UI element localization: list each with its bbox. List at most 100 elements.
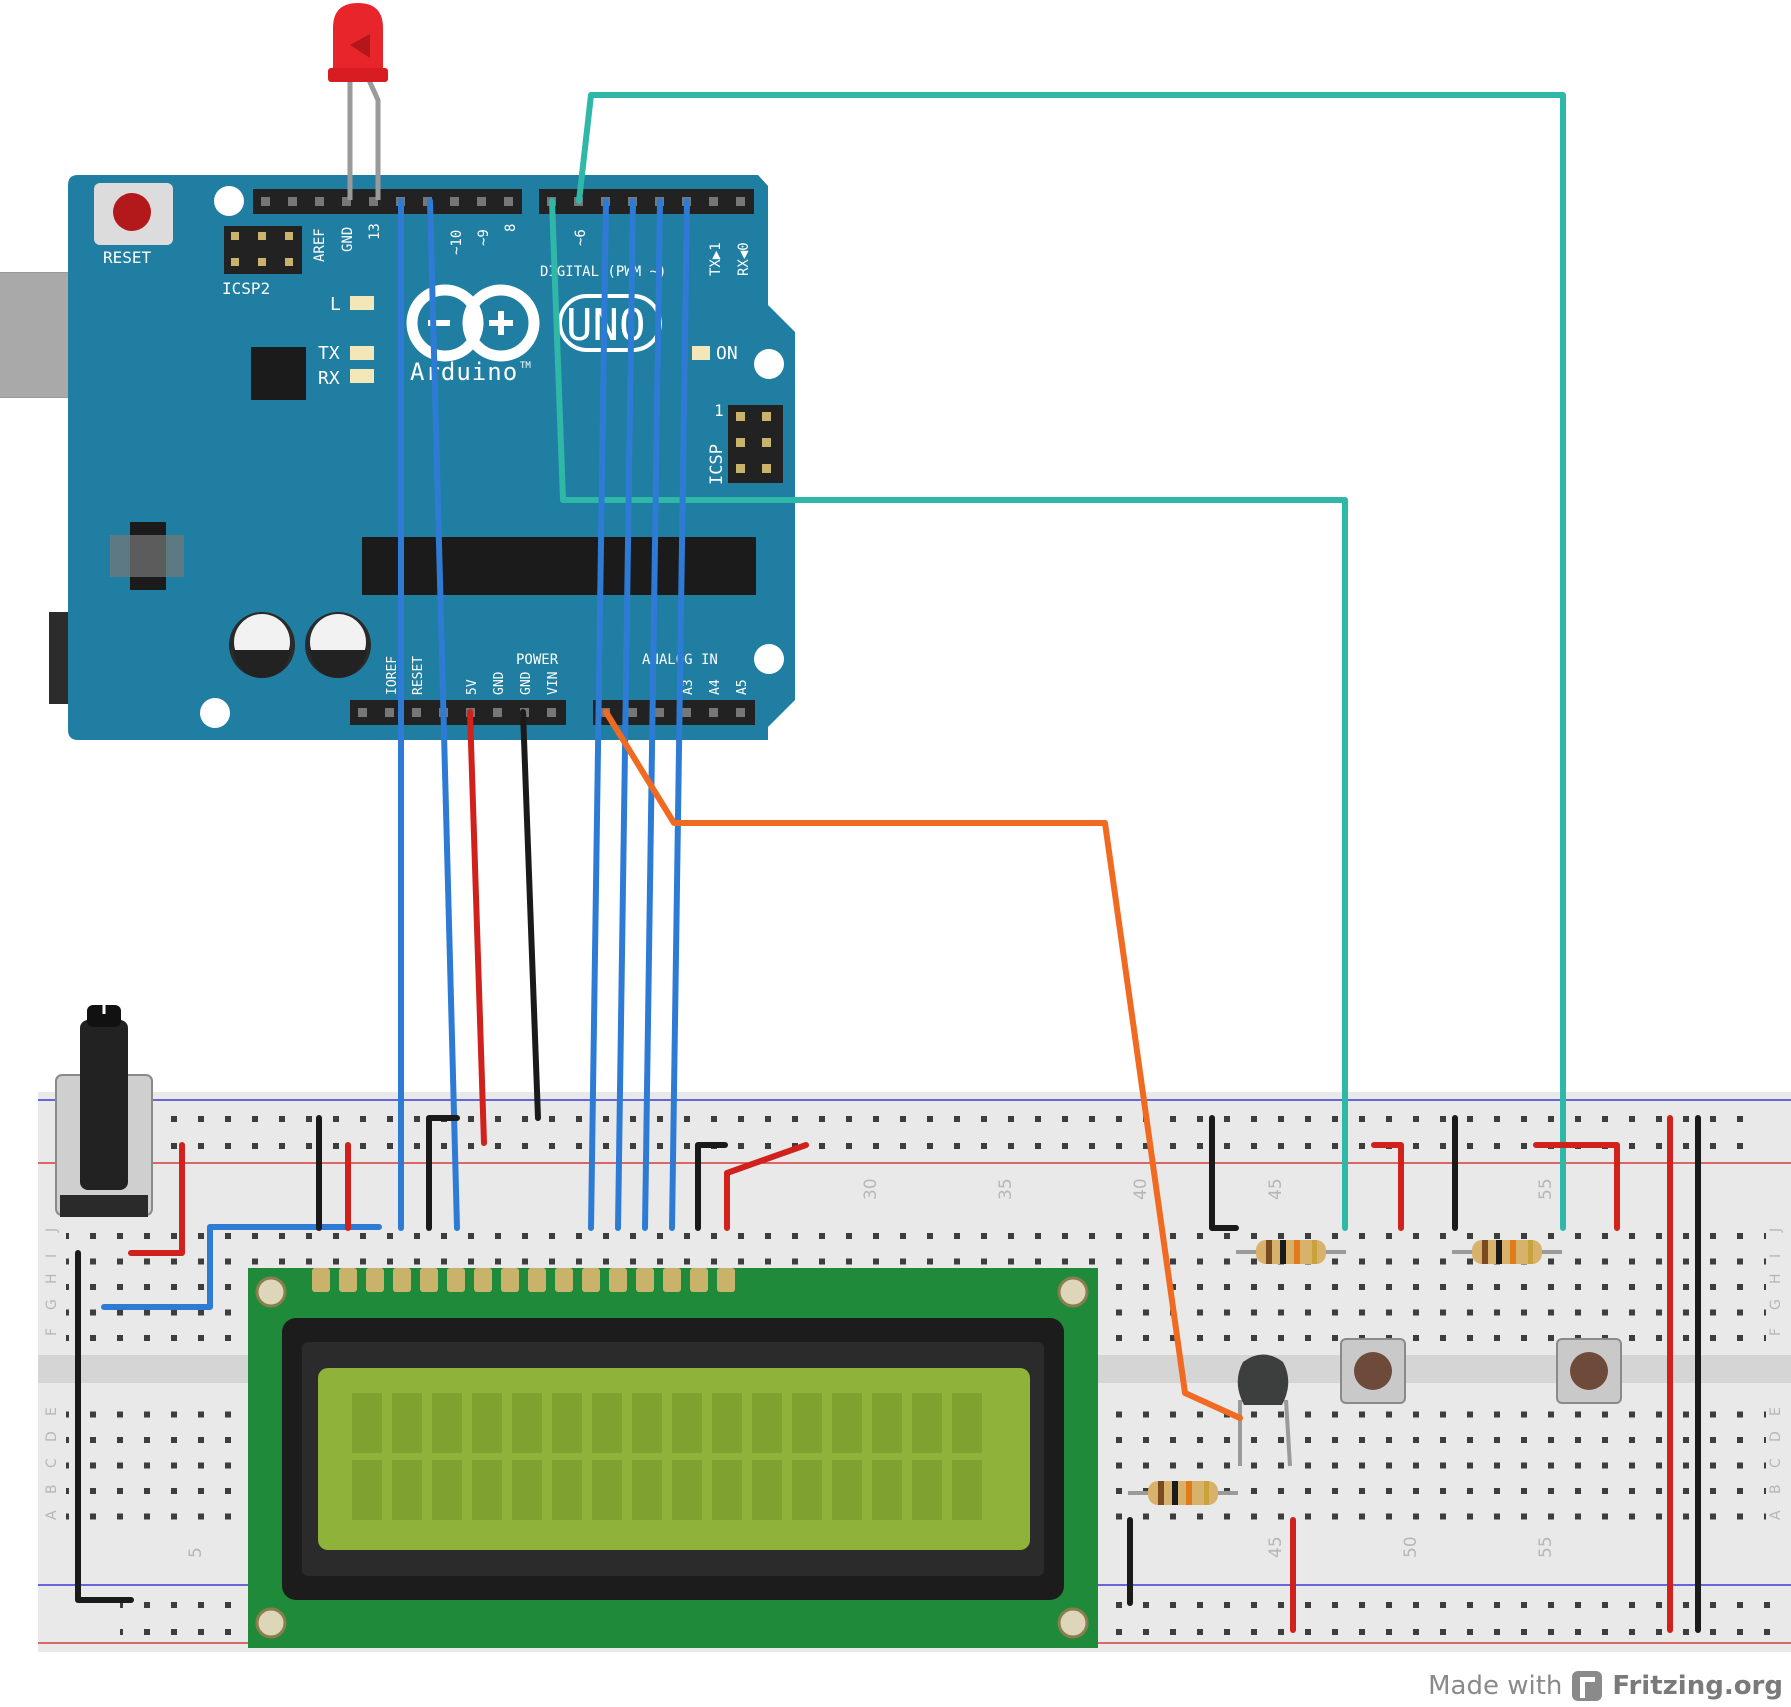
column-number: 45 (1266, 1536, 1286, 1558)
icsp-pins (736, 412, 771, 473)
pin-label: GND (519, 671, 534, 695)
led-tx-label: TX (318, 343, 340, 364)
voltage-regulator-leads (110, 535, 184, 577)
row-letter: F (1768, 1328, 1784, 1336)
pin-label: ~6 (573, 229, 589, 246)
icsp-label: ICSP (707, 444, 727, 485)
pin-label: 8 (503, 224, 519, 232)
potentiometer[interactable] (55, 1002, 153, 1217)
row-letter: E (1768, 1407, 1784, 1416)
arduino-board (68, 175, 795, 740)
row-letter: I (44, 1254, 60, 1258)
usb-connector-shade (0, 273, 70, 397)
row-letter: A (44, 1510, 60, 1520)
usb-chip (251, 347, 306, 400)
resistor (1128, 1481, 1238, 1505)
wire-black (75, 709, 1701, 1633)
thermistor (1237, 1354, 1292, 1467)
arduino-uno: RESET ICSP2 L TX (0, 175, 795, 740)
push-button[interactable] (1556, 1338, 1622, 1404)
row-letter: B (1768, 1484, 1784, 1494)
row-letter: D (44, 1431, 60, 1442)
row-letter: G (44, 1299, 60, 1310)
row-letter: A (1768, 1510, 1784, 1520)
led-rx-label: RX (318, 368, 340, 389)
column-number: 55 (1536, 1536, 1556, 1558)
icsp2-pins (231, 232, 293, 266)
row-letter: B (44, 1484, 60, 1494)
led-on-label: ON (716, 343, 738, 364)
row-letter: J (1768, 1228, 1784, 1233)
icsp-pin1-label: 1 (714, 401, 724, 420)
mounting-hole (255, 1607, 287, 1639)
column-numbers: 30 35 40 45 55 5 45 50 55 (186, 1178, 1556, 1558)
made-with-label: Made with (1428, 1671, 1563, 1701)
column-number: 55 (1536, 1178, 1556, 1200)
icsp2-label: ICSP2 (222, 279, 270, 298)
digital-header-right (539, 189, 754, 214)
column-number: 35 (996, 1178, 1016, 1200)
pin-label: AREF (312, 228, 328, 262)
pin-label: TX▶1 (708, 242, 724, 276)
column-number: 30 (861, 1178, 881, 1200)
led-rx (350, 369, 374, 383)
power-pin-labels: IOREF RESET 5V GND GND VIN POWER A3 A4 A… (385, 652, 750, 695)
row-letter: C (1768, 1458, 1784, 1468)
pin-label: IOREF (385, 656, 400, 695)
trademark-label: TM (520, 361, 531, 371)
row-letter: H (1768, 1273, 1784, 1284)
pin-label: A4 (708, 679, 723, 695)
mounting-hole (754, 644, 784, 674)
row-letter: F (44, 1328, 60, 1336)
status-leds: L TX RX ON (318, 294, 738, 389)
pin-label: GND (492, 671, 507, 695)
mounting-hole (1057, 1607, 1089, 1639)
lcd-16x2 (248, 1268, 1098, 1648)
pin-label: ~9 (476, 229, 492, 246)
mounting-hole (214, 186, 244, 216)
pin-label: ~10 (449, 230, 465, 255)
atmega-chip (362, 537, 756, 595)
capacitor (229, 612, 295, 678)
footer-credit[interactable]: Made with Fritzing.org (1428, 1671, 1783, 1701)
mounting-hole (200, 698, 230, 728)
led-tx (350, 346, 374, 360)
row-letter: I (1768, 1254, 1784, 1258)
column-number: 40 (1131, 1178, 1151, 1200)
power-header (350, 700, 566, 725)
fritzing-brand-label: Fritzing.org (1612, 1671, 1783, 1701)
power-header-pins (358, 708, 745, 717)
wire-teal (549, 92, 1566, 1231)
red-led (328, 3, 388, 200)
pin-label: RX◀0 (736, 242, 752, 276)
resistor (1236, 1240, 1346, 1264)
resistor (1452, 1240, 1562, 1264)
column-number: 45 (1266, 1178, 1286, 1200)
fritzing-logo-icon (1572, 1671, 1603, 1701)
reset-button-cap[interactable] (113, 193, 151, 231)
pin-label: VIN (546, 672, 561, 695)
brand-label: Arduino (410, 358, 518, 386)
row-letter: J (44, 1228, 60, 1233)
top-rail-holes (144, 1106, 1764, 1160)
capacitor (305, 612, 371, 678)
push-button[interactable] (1340, 1338, 1406, 1404)
pin-label: RESET (411, 656, 426, 695)
pin-label: 5V (465, 679, 480, 695)
power-label: POWER (516, 652, 559, 668)
row-letters-left: J I H G F E D C B A (44, 1228, 60, 1520)
row-letter: E (44, 1407, 60, 1416)
potentiometer-knob[interactable] (80, 1020, 128, 1190)
row-letter: C (44, 1458, 60, 1468)
pin-label: GND (340, 227, 356, 252)
pin-label: A5 (735, 679, 750, 695)
mounting-hole (754, 349, 784, 379)
row-letter: D (1768, 1431, 1784, 1442)
wire-orange (603, 709, 1243, 1421)
led-on (692, 346, 710, 360)
analog-header (593, 700, 755, 725)
reset-label: RESET (103, 248, 152, 267)
led-l (350, 296, 374, 310)
wire-red (128, 709, 1673, 1633)
